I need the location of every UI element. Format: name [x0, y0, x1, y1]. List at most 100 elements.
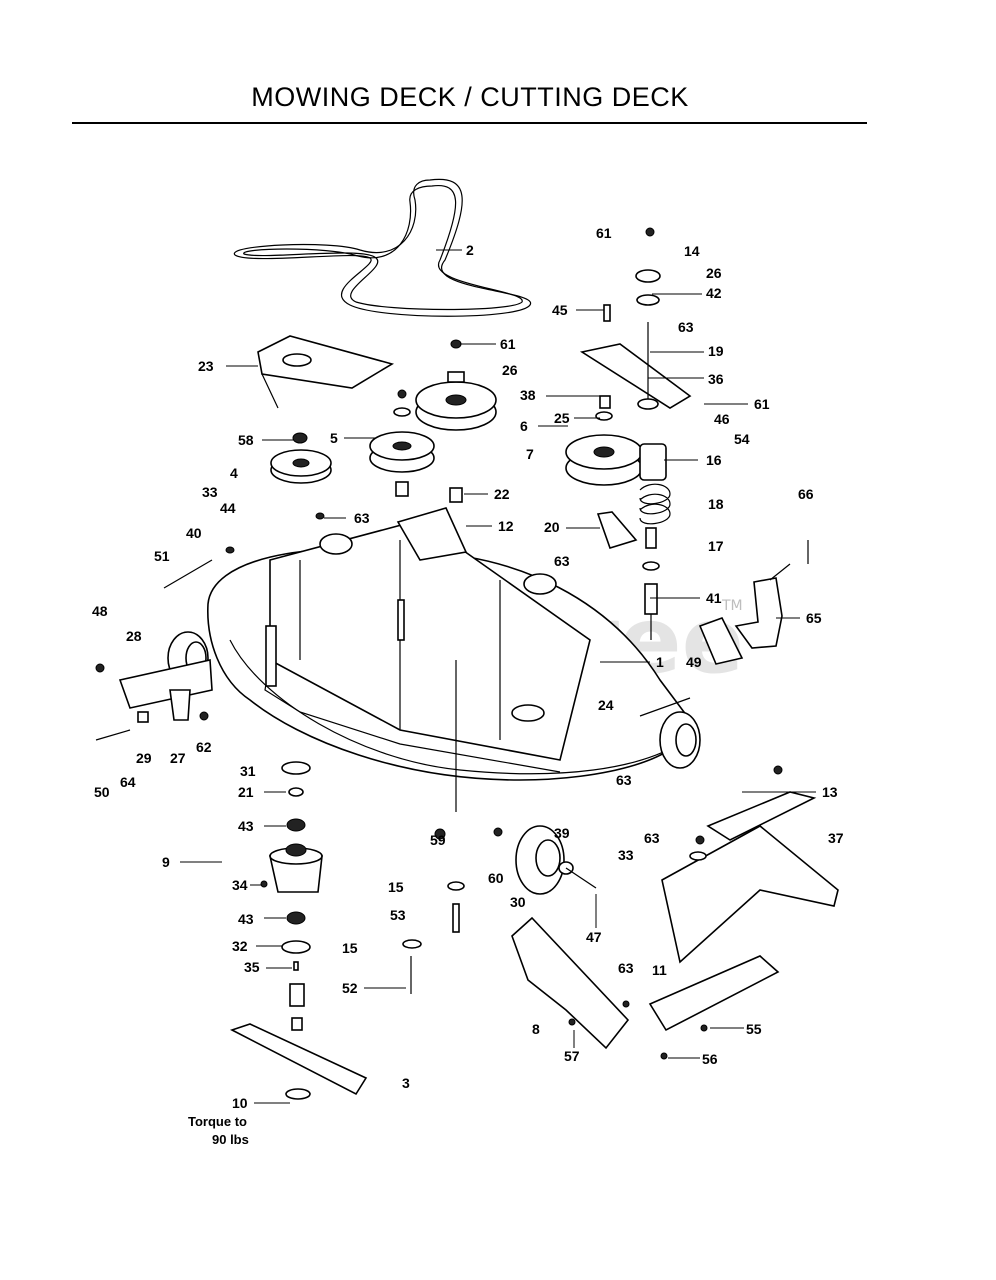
- callout-53: 53: [390, 907, 406, 923]
- callout-65: 65: [806, 610, 822, 626]
- callout-63: 63: [354, 510, 370, 526]
- rear-roller: [434, 825, 597, 895]
- callout-55: 55: [746, 1021, 762, 1037]
- callout-62: 62: [196, 739, 212, 755]
- mower-deck-housing: [207, 507, 691, 781]
- callout-27: 27: [170, 750, 186, 766]
- hitch-assembly: [648, 765, 839, 1060]
- callout-63: 63: [618, 960, 634, 976]
- callout-47: 47: [586, 929, 602, 945]
- bracket-49: [698, 617, 744, 665]
- callout-64: 64: [120, 774, 136, 790]
- callout-39: 39: [554, 825, 570, 841]
- callout-50: 50: [94, 784, 110, 800]
- callout-33: 33: [618, 847, 634, 863]
- spacer-22: [449, 487, 463, 503]
- pulley-6: [415, 339, 497, 431]
- callout-15: 15: [388, 879, 404, 895]
- callout-54: 54: [734, 431, 750, 447]
- page-title: MOWING DECK / CUTTING DECK: [251, 82, 689, 112]
- callout-26: 26: [502, 362, 518, 378]
- pulley-5: [369, 431, 435, 473]
- callout-22: 22: [494, 486, 510, 502]
- callout-38: 38: [520, 387, 536, 403]
- callout-56: 56: [702, 1051, 718, 1067]
- callout-61: 61: [500, 336, 516, 352]
- idler-arm-assembly: [579, 227, 692, 640]
- callout-31: 31: [240, 763, 256, 779]
- callout-4: 4: [230, 465, 238, 481]
- callout-63: 63: [554, 553, 570, 569]
- callout-44: 44: [220, 500, 236, 516]
- callout-1: 1: [656, 654, 664, 670]
- callout-37: 37: [828, 830, 844, 846]
- callout-25: 25: [554, 410, 570, 426]
- anti-scalp-wheel-left: [95, 631, 213, 741]
- callout-29: 29: [136, 750, 152, 766]
- callout-17: 17: [708, 538, 724, 554]
- callout-42: 42: [706, 285, 722, 301]
- discharge-chute: [511, 916, 630, 1050]
- callout-15: 15: [342, 940, 358, 956]
- callout-18: 18: [708, 496, 724, 512]
- callout-23: 23: [198, 358, 214, 374]
- callout-59: 59: [430, 832, 446, 848]
- callout-35: 35: [244, 959, 260, 975]
- callout-66: 66: [798, 486, 814, 502]
- callout-13: 13: [822, 784, 838, 800]
- callout-41: 41: [706, 590, 722, 606]
- callout-19: 19: [708, 343, 724, 359]
- title-rule: [72, 122, 867, 124]
- callout-26: 26: [706, 265, 722, 281]
- callout-34: 34: [232, 877, 248, 893]
- callout-52: 52: [342, 980, 358, 996]
- torque-note-line2: 90 lbs: [212, 1132, 249, 1147]
- callout-63: 63: [644, 830, 660, 846]
- watermark-tm: TM: [721, 598, 743, 614]
- belt-part: [234, 178, 531, 317]
- callout-12: 12: [498, 518, 514, 534]
- anti-scalp-wheel-right: [639, 697, 701, 769]
- callout-14: 14: [684, 243, 700, 259]
- callout-60: 60: [488, 870, 504, 886]
- callout-6: 6: [520, 418, 528, 434]
- callout-63: 63: [616, 772, 632, 788]
- spacer-left: [395, 481, 409, 497]
- pulley-7: [565, 434, 643, 486]
- nut-58: [292, 432, 308, 444]
- callout-48: 48: [92, 603, 108, 619]
- callout-45: 45: [552, 302, 568, 318]
- callout-43: 43: [238, 911, 254, 927]
- callout-labels: 2 61 14 26 42 45 63 19 36 61 23 61 26 38…: [92, 225, 844, 1111]
- callout-28: 28: [126, 628, 142, 644]
- callout-36: 36: [708, 371, 724, 387]
- callout-30: 30: [510, 894, 526, 910]
- callout-33: 33: [202, 484, 218, 500]
- callout-8: 8: [532, 1021, 540, 1037]
- callout-3: 3: [402, 1075, 410, 1091]
- center-hardware: [402, 660, 465, 994]
- leader-lines: [180, 249, 816, 1104]
- callout-11: 11: [652, 962, 667, 978]
- belt-guard-65: [734, 540, 809, 649]
- callout-32: 32: [232, 938, 248, 954]
- callout-51: 51: [154, 548, 170, 564]
- callout-24: 24: [598, 697, 614, 713]
- callout-61: 61: [754, 396, 770, 412]
- callout-16: 16: [706, 452, 722, 468]
- callout-49: 49: [686, 654, 702, 670]
- callout-21: 21: [238, 784, 254, 800]
- callout-63: 63: [678, 319, 694, 335]
- callout-10: 10: [232, 1095, 248, 1111]
- callout-61: 61: [596, 225, 612, 241]
- callout-58: 58: [238, 432, 254, 448]
- pulley-4: [270, 449, 332, 484]
- callout-7: 7: [526, 446, 534, 462]
- callout-46: 46: [714, 411, 730, 427]
- callout-43: 43: [238, 818, 254, 834]
- callout-20: 20: [544, 519, 560, 535]
- callout-9: 9: [162, 854, 170, 870]
- callout-2: 2: [466, 242, 474, 258]
- callout-5: 5: [330, 430, 338, 446]
